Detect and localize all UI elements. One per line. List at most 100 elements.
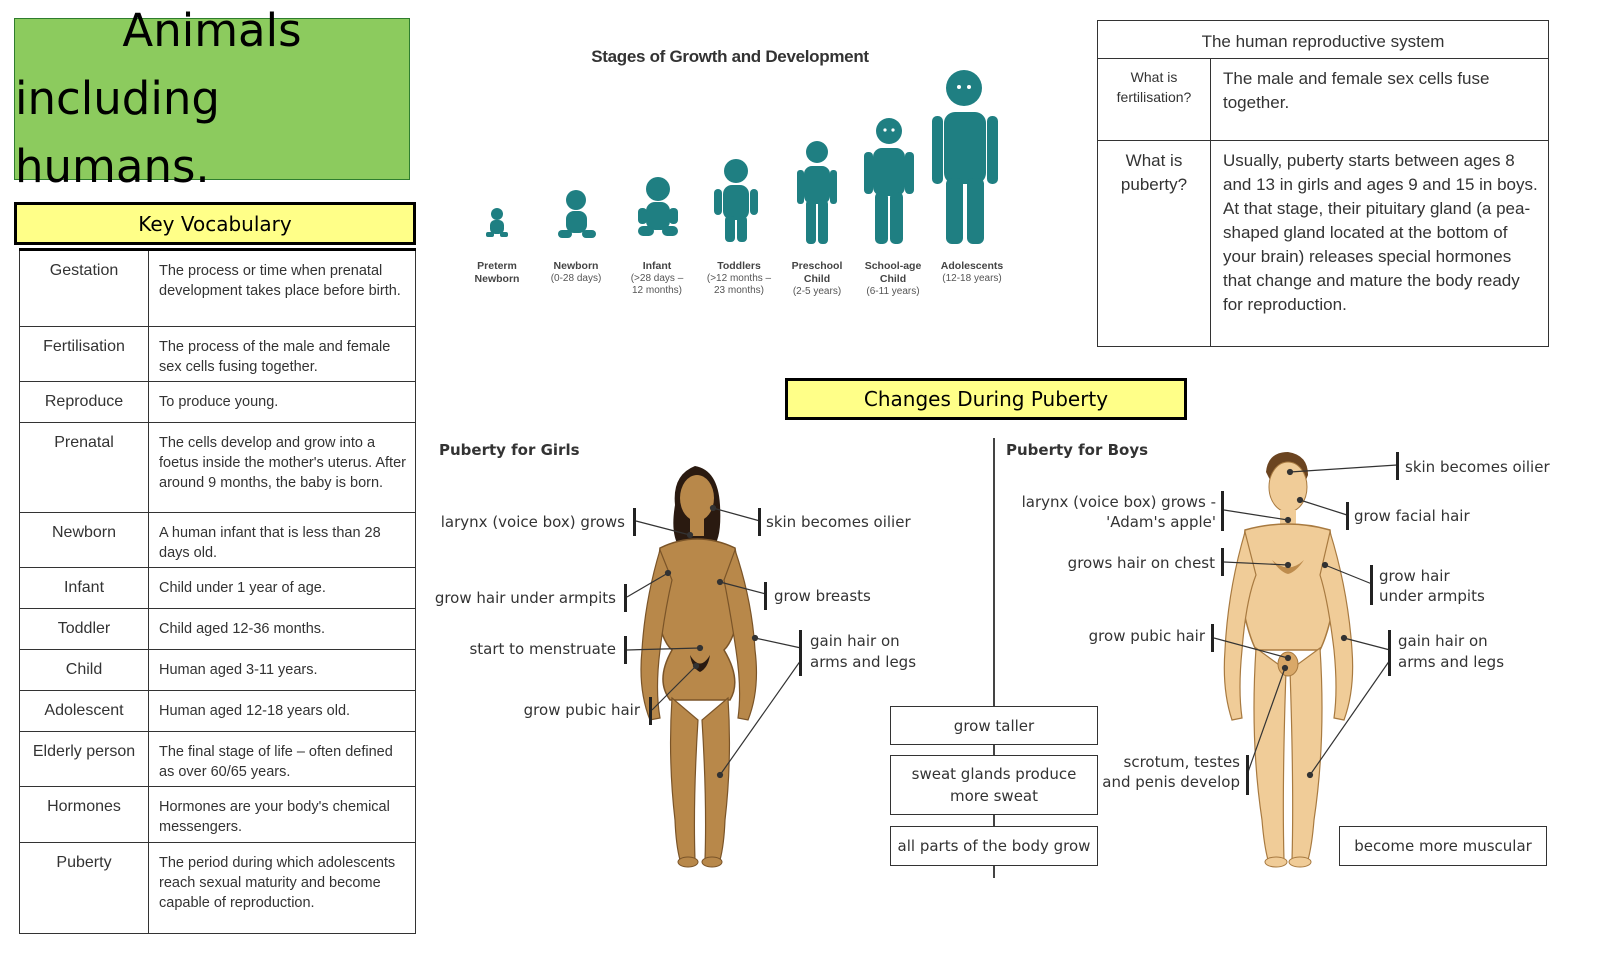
title-line-1: Animals	[122, 4, 302, 57]
table-row: What is fertilisation? The male and fema…	[1097, 58, 1549, 141]
preschool-child-figure	[797, 141, 837, 244]
preterm-newborn-figure	[486, 208, 508, 237]
girl-label-pubic-hair: grow pubic hair	[523, 701, 640, 719]
vocab-term: Hormones	[19, 786, 149, 843]
stage-label: Toddlers(>12 months – 23 months)	[706, 260, 772, 296]
label-bar	[1396, 452, 1399, 480]
vocab-term: Toddler	[19, 608, 149, 650]
label-bar	[633, 508, 636, 536]
label-bar	[624, 584, 627, 612]
boy-label-arms-legs-2: arms and legs	[1398, 653, 1505, 671]
stage-label: Newborn(0-28 days)	[550, 260, 602, 284]
label-bar	[624, 636, 627, 664]
vocab-definition: Hormones are your body's chemical messen…	[148, 786, 416, 843]
table-row: What is puberty? Usually, puberty starts…	[1097, 140, 1549, 347]
vocab-term: Reproduce	[19, 381, 149, 423]
stage-label: Preschool Child(2-5 years)	[791, 260, 843, 297]
vocab-definition: The process or time when prenatal develo…	[148, 249, 416, 327]
girl-label-arms-legs-2: arms and legs	[810, 653, 917, 671]
repro-heading: The human reproductive system	[1097, 20, 1549, 59]
vocab-term: Child	[19, 649, 149, 691]
title-line-2: including humans.	[15, 72, 220, 193]
girl-label-breasts: grow breasts	[774, 587, 871, 605]
label-bar	[799, 630, 802, 676]
label-bar	[1388, 630, 1391, 676]
shared-grow-taller: grow taller	[890, 706, 1098, 745]
label-bar	[1211, 624, 1214, 652]
vocab-definition: Human aged 3-11 years.	[148, 649, 416, 691]
girl-label-arms-legs-1: gain hair on	[810, 632, 900, 650]
toddler-figure	[714, 159, 758, 242]
boy-label-larynx-1: larynx (voice box) grows -	[1021, 493, 1216, 511]
divider	[993, 438, 995, 878]
boy-label-scrotum-2: and penis develop	[1102, 773, 1240, 791]
stage-label: Adolescents(12-18 years)	[940, 260, 1004, 284]
label-bar	[1370, 565, 1373, 605]
boy-figure	[1223, 452, 1354, 868]
adolescent-figure	[932, 70, 998, 244]
boy-label-pubic-hair: grow pubic hair	[1088, 627, 1205, 645]
vocab-definition: The process of the male and female sex c…	[148, 326, 416, 382]
vocab-definition: The period during which adolescents reac…	[148, 842, 416, 934]
vocab-definition: A human infant that is less than 28 days…	[148, 512, 416, 568]
vocab-term: Adolescent	[19, 690, 149, 732]
stage-label: Infant(>28 days – 12 months)	[630, 260, 684, 296]
label-bar	[1221, 548, 1224, 576]
vocab-term: Puberty	[19, 842, 149, 934]
label-bar	[649, 697, 652, 725]
growth-chart-title: Stages of Growth and Development	[591, 47, 869, 66]
boy-label-armpits-1: grow hair	[1379, 567, 1450, 585]
boy-label-arms-legs-1: gain hair on	[1398, 632, 1488, 650]
title-box: Animals including humans.	[14, 4, 410, 193]
vocab-definition: Human aged 12-18 years old.	[148, 690, 416, 732]
label-bar	[764, 582, 767, 610]
boy-label-muscular: become more muscular	[1339, 826, 1547, 866]
vocab-definition: The final stage of life – often defined …	[148, 731, 416, 787]
boy-label-facial-hair: grow facial hair	[1354, 507, 1470, 525]
repro-question: What is puberty?	[1097, 140, 1211, 347]
stage-label: School-age Child(6-11 years)	[864, 260, 922, 297]
repro-answer: Usually, puberty starts between ages 8 a…	[1210, 140, 1549, 347]
infant-figure	[638, 177, 678, 236]
label-bar	[1221, 491, 1224, 531]
school-age-child-figure	[864, 118, 914, 244]
puberty-boys-heading: Puberty for Boys	[1006, 441, 1149, 459]
girl-label-menstruate: start to menstruate	[469, 640, 616, 658]
boy-label-oily-skin: skin becomes oilier	[1405, 458, 1550, 476]
repro-answer: The male and female sex cells fuse toget…	[1210, 58, 1549, 141]
vocab-definition: To produce young.	[148, 381, 416, 423]
key-vocabulary-heading: Key Vocabulary	[14, 202, 416, 245]
vocab-definition: The cells develop and grow into a foetus…	[148, 422, 416, 513]
boy-label-chest-hair: grows hair on chest	[1067, 554, 1215, 572]
vocab-term: Fertilisation	[19, 326, 149, 382]
shared-all-parts-grow: all parts of the body grow	[890, 826, 1098, 866]
girl-label-larynx: larynx (voice box) grows	[440, 513, 625, 531]
vocab-definition: Child under 1 year of age.	[148, 567, 416, 609]
boy-label-larynx-2: 'Adam's apple'	[1106, 513, 1216, 531]
boy-label-scrotum-1: scrotum, testes	[1123, 753, 1240, 771]
puberty-girls-heading: Puberty for Girls	[439, 441, 580, 459]
girl-label-oily-skin: skin becomes oilier	[766, 513, 911, 531]
reproductive-system-table: The human reproductive system What is fe…	[1097, 20, 1549, 347]
label-bar	[1346, 502, 1349, 530]
vocab-term: Infant	[19, 567, 149, 609]
label-bar	[758, 508, 761, 536]
newborn-figure	[558, 190, 596, 238]
boy-label-armpits-2: under armpits	[1379, 587, 1485, 605]
stage-label: Preterm Newborn	[474, 260, 520, 285]
